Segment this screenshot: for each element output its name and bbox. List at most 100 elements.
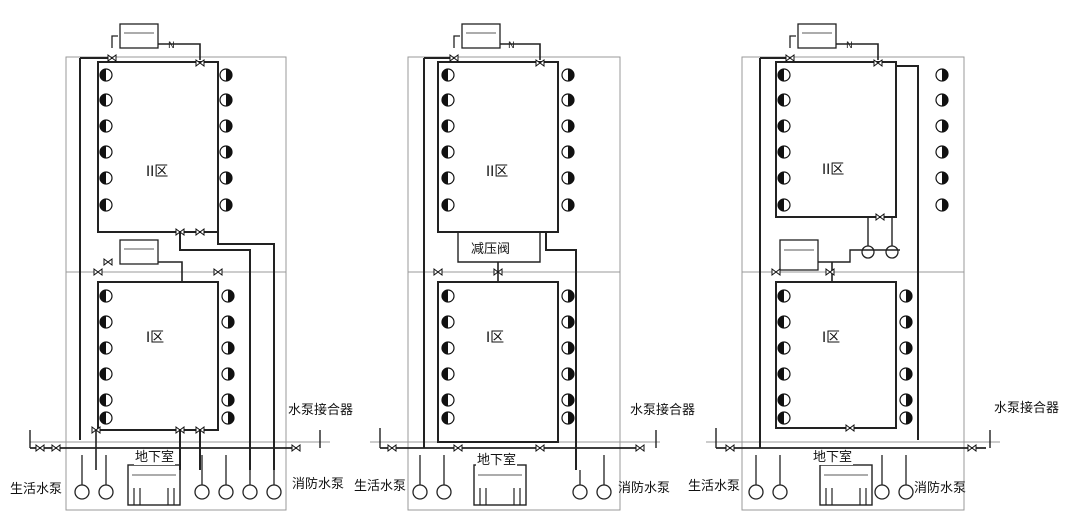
pump-group-domestic	[74, 455, 114, 500]
fire-hydrant-icon	[777, 367, 791, 381]
roof-water-tank	[119, 23, 159, 49]
fire-hydrant-icon	[219, 93, 233, 107]
valve-icon	[51, 444, 61, 452]
valve-icon	[291, 444, 301, 452]
fire-hydrant-icon	[899, 315, 913, 329]
zone-i-label: I区	[486, 330, 505, 346]
fire-hydrant-icon	[441, 68, 455, 82]
fire-hydrant-icon	[219, 119, 233, 133]
fire-hydrant-icon	[561, 68, 575, 82]
fire-hydrant-icon	[99, 145, 113, 159]
fire-hydrant-icon	[899, 393, 913, 407]
valve-icon	[875, 213, 885, 221]
pressure-valve-label: 减压阀	[470, 242, 512, 257]
fire-hydrant-icon	[899, 411, 913, 425]
fire-hydrant-icon	[777, 198, 791, 212]
fire-pump-label: 消防水泵	[914, 481, 967, 496]
fire-hydrant-icon	[441, 367, 455, 381]
fire-hydrant-icon	[99, 341, 113, 355]
fire-hydrant-icon	[221, 411, 235, 425]
fire-hydrant-icon	[777, 341, 791, 355]
svg-text:N: N	[168, 41, 175, 51]
fire-hydrant-icon	[441, 171, 455, 185]
roof-water-tank	[461, 23, 501, 49]
pump-adapter-label: 水泵接合器	[630, 403, 696, 418]
zone-i-loop	[437, 281, 559, 443]
valve-icon	[453, 444, 463, 452]
fire-hydrant-icon	[935, 68, 949, 82]
fire-hydrant-icon	[441, 341, 455, 355]
hydrant-symbols	[99, 68, 949, 425]
diagram-1: N	[29, 23, 330, 511]
fire-hydrant-icon	[221, 341, 235, 355]
fire-hydrant-icon	[777, 171, 791, 185]
fire-hydrant-icon	[99, 93, 113, 107]
fire-hydrant-icon	[561, 119, 575, 133]
valve-icon	[195, 59, 205, 67]
fire-hydrant-icon	[561, 315, 575, 329]
zone-i-loop	[775, 281, 897, 429]
valve-icon	[433, 268, 443, 276]
fire-hydrant-icon	[561, 198, 575, 212]
fire-hydrant-icon	[561, 289, 575, 303]
fire-hydrant-icon	[219, 171, 233, 185]
fire-hydrant-icon	[219, 198, 233, 212]
pump-group-domestic	[748, 455, 788, 500]
fire-hydrant-icon	[561, 393, 575, 407]
basement-tank	[473, 464, 527, 506]
fire-hydrant-icon	[221, 289, 235, 303]
valve-icon	[213, 268, 223, 276]
domestic-pump-label: 生活水泵	[10, 482, 63, 497]
fire-hydrant-icon	[777, 411, 791, 425]
fire-hydrant-icon	[441, 411, 455, 425]
fire-hydrant-icon	[441, 393, 455, 407]
fire-hydrant-icon	[441, 198, 455, 212]
valve-icon	[771, 268, 781, 276]
fire-pump-label: 消防水泵	[618, 481, 671, 496]
valve-icon	[725, 444, 735, 452]
fire-hydrant-icon	[99, 315, 113, 329]
pump-group-fire	[874, 455, 914, 500]
pump-group-fire	[194, 455, 282, 500]
pump-group-domestic	[412, 455, 452, 500]
fire-hydrant-icon	[221, 393, 235, 407]
zone-ii-label: II区	[486, 164, 509, 180]
fire-hydrant-icon	[99, 198, 113, 212]
roof-water-tank	[797, 23, 837, 49]
building-outline	[407, 56, 621, 511]
fire-hydrant-icon	[561, 145, 575, 159]
pump-adapter-label: 水泵接合器	[994, 401, 1060, 416]
valve-icon	[785, 54, 795, 62]
fire-hydrant-icon	[561, 411, 575, 425]
fire-hydrant-icon	[899, 341, 913, 355]
basement-tank	[819, 464, 873, 506]
fire-hydrant-icon	[99, 171, 113, 185]
fire-hydrant-icon	[777, 393, 791, 407]
valve-icon	[967, 444, 977, 452]
fire-hydrant-icon	[777, 119, 791, 133]
fire-hydrant-icon	[777, 68, 791, 82]
fire-hydrant-icon	[935, 198, 949, 212]
fire-hydrant-icon	[219, 68, 233, 82]
zone-ii-loop	[97, 61, 219, 233]
valve-icon	[91, 426, 101, 434]
fire-hydrant-icon	[219, 145, 233, 159]
fire-hydrant-icon	[441, 315, 455, 329]
fire-hydrant-icon	[777, 93, 791, 107]
building-outline	[65, 56, 287, 511]
valve-icon	[825, 268, 835, 276]
fire-hydrant-icon	[935, 119, 949, 133]
fire-hydrant-icon	[561, 93, 575, 107]
valve-icon	[449, 54, 459, 62]
valve-icon	[195, 426, 205, 434]
valve-symbols	[35, 54, 977, 452]
fire-hydrant-icon	[441, 93, 455, 107]
fire-hydrant-icon	[899, 367, 913, 381]
fire-hydrant-icon	[441, 145, 455, 159]
pump-group-fire	[572, 455, 612, 500]
fire-pump-label: 消防水泵	[292, 477, 345, 492]
valve-icon	[103, 258, 113, 266]
fire-hydrant-icon	[935, 145, 949, 159]
svg-text:N: N	[846, 41, 853, 51]
basement-label: 地下室	[134, 450, 176, 465]
